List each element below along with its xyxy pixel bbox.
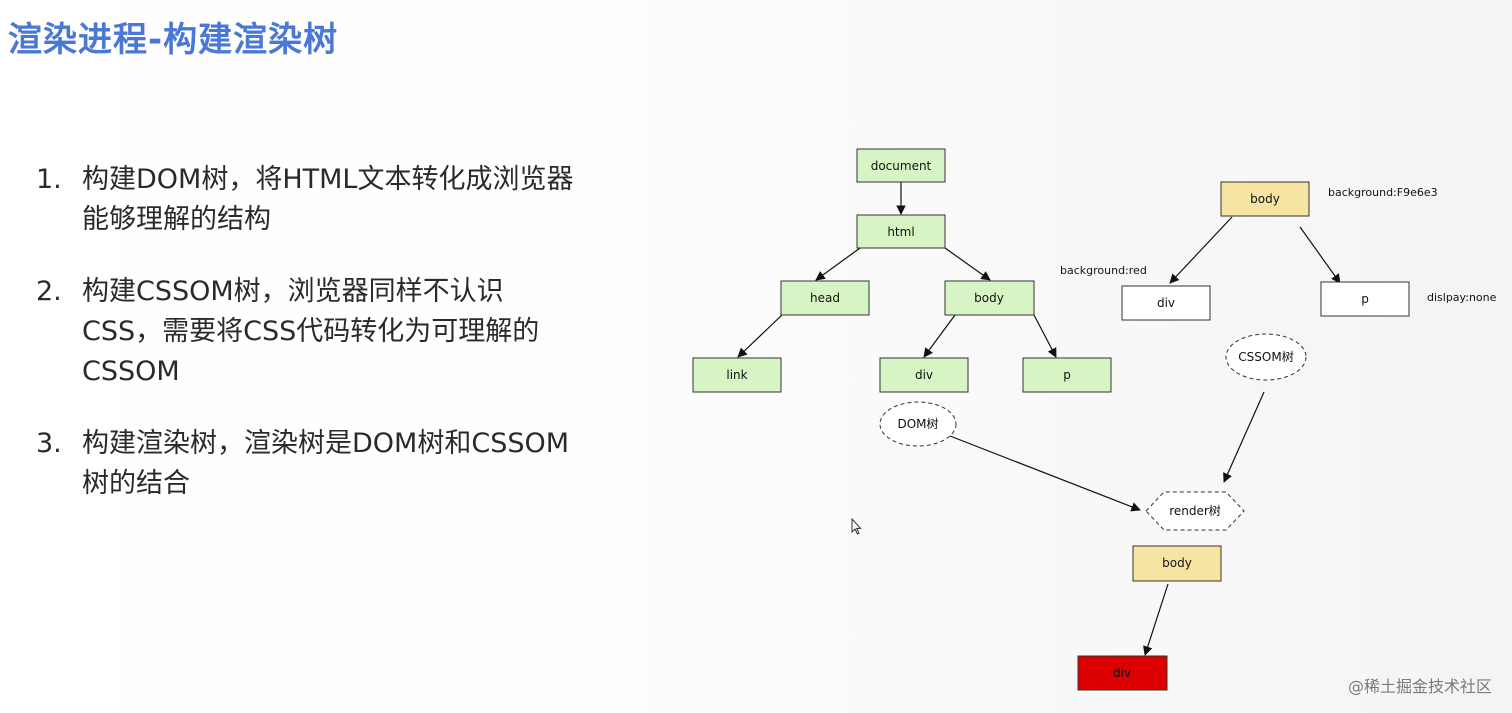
node-label: div (915, 368, 933, 382)
dom-node-document: document (856, 148, 946, 183)
render-node-body: body (1132, 545, 1222, 582)
dom-node-div: div (879, 357, 969, 393)
dom-node-link: link (692, 357, 782, 393)
step-text: 构建DOM树，将HTML文本转化成浏览器能够理解的结构 (82, 164, 574, 235)
step-item: 2. 构建CSSOM树，浏览器同样不认识CSS，需要将CSS代码转化为可理解的C… (36, 272, 576, 392)
edge-body-div (923, 314, 956, 358)
node-label: body (1250, 192, 1280, 206)
step-text: 构建渲染树，渲染树是DOM树和CSSOM树的结合 (82, 428, 570, 499)
edge-dom-render (949, 435, 1141, 512)
cssom-node-body: body (1220, 181, 1310, 217)
node-label: CSSOM树 (1238, 349, 1293, 364)
step-item: 3. 构建渲染树，渲染树是DOM树和CSSOM树的结合 (36, 424, 576, 504)
node-label: head (810, 291, 840, 305)
edge-renderbody-div (1143, 583, 1169, 656)
step-text: 构建CSSOM树，浏览器同样不认识CSS，需要将CSS代码转化为可理解的CSSO… (82, 276, 540, 387)
watermark: @稀土掘金技术社区 (1347, 677, 1492, 696)
node-label: link (726, 368, 747, 382)
step-number: 1. (36, 164, 62, 195)
node-label: DOM树 (897, 416, 938, 431)
dom-node-p: p (1022, 357, 1112, 393)
div-style-annotation: background:red (1060, 264, 1147, 277)
slide-title: 渲染进程-构建渲染树 (8, 20, 339, 60)
node-label: body (974, 291, 1004, 305)
cssom-tree-edges (1169, 216, 1341, 284)
dom-tree-edges (737, 182, 1057, 358)
step-number: 3. (36, 428, 62, 459)
dom-node-head: head (780, 280, 870, 316)
body-style-annotation: background:F9e6e3 (1328, 186, 1438, 199)
dom-node-html: html (856, 214, 946, 249)
cssom-node-div: div (1121, 285, 1211, 321)
edge-html-head (815, 247, 861, 281)
node-label: html (887, 225, 914, 239)
step-item: 1. 构建DOM树，将HTML文本转化成浏览器能够理解的结构 (36, 160, 576, 240)
node-label: div (1113, 666, 1131, 680)
edge-cssbody-div (1169, 216, 1233, 284)
node-label: render树 (1169, 503, 1221, 518)
node-label: p (1063, 368, 1071, 382)
node-label: body (1162, 556, 1192, 570)
edge-body-p (1033, 314, 1057, 358)
mouse-cursor-icon (851, 518, 862, 535)
p-style-annotation: dislpay:none (1427, 291, 1497, 304)
edge-cssbody-p (1299, 226, 1341, 284)
node-label: div (1157, 296, 1175, 310)
edge-head-link (737, 314, 783, 358)
step-number: 2. (36, 276, 62, 307)
cssom-node-p: p (1320, 281, 1410, 317)
node-label: document (871, 159, 932, 173)
render-merge-edges (949, 391, 1265, 656)
dom-node-body: body (944, 280, 1035, 316)
steps-list: 1. 构建DOM树，将HTML文本转化成浏览器能够理解的结构 2. 构建CSSO… (36, 160, 576, 536)
node-label: p (1361, 292, 1369, 306)
render-node-div: div (1077, 655, 1168, 691)
cssom-tree-label: CSSOM树 (1225, 333, 1307, 381)
render-tree-label: render树 (1145, 491, 1245, 531)
edge-cssom-render (1223, 391, 1265, 483)
dom-tree-label: DOM树 (879, 401, 957, 447)
edge-html-body (944, 247, 991, 281)
